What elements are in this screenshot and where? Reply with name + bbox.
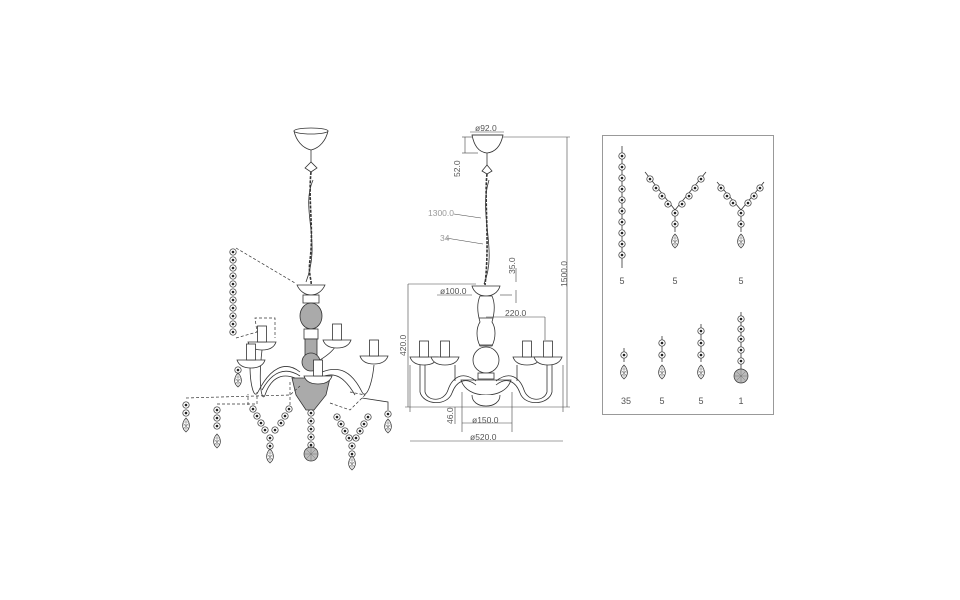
qty-straight-strand: 5 xyxy=(619,276,625,286)
dim-arm-reach: 220.0 xyxy=(505,308,527,318)
dim-ceiling-to-top: 35.0 xyxy=(507,257,517,274)
qty-three-bead-drop: 5 xyxy=(698,396,704,406)
qty-y-necklace-2: 5 xyxy=(738,276,744,286)
dim-canopy-height: 52.0 xyxy=(452,160,462,177)
dimensioned-elevation-view xyxy=(405,131,570,442)
part-y-necklace-2 xyxy=(716,181,765,249)
dim-overall-diameter: ø520.0 xyxy=(470,432,497,442)
qty-y-necklace-1: 5 xyxy=(672,276,678,286)
part-y-necklace-1 xyxy=(644,171,707,249)
dim-top-cup-diameter: ø100.0 xyxy=(440,286,467,296)
dim-bottom-bowl-diameter: ø150.0 xyxy=(472,415,499,425)
dim-overall-height: 1500.0 xyxy=(559,261,569,287)
part-straight-bead-strand xyxy=(618,146,626,268)
part-single-bead-drop xyxy=(620,348,628,380)
dim-body-height: 420.0 xyxy=(398,334,408,356)
part-two-bead-drop xyxy=(658,336,666,380)
qty-single-bead-drop: 35 xyxy=(620,396,631,406)
part-three-bead-drop xyxy=(697,324,705,380)
crystal-parts-list xyxy=(618,146,765,384)
qty-two-bead-drop: 5 xyxy=(659,396,665,406)
dim-bottom-height: 46.0 xyxy=(445,407,455,424)
dim-canopy-diameter: ø92.0 xyxy=(475,123,497,133)
exploded-assembly-view xyxy=(182,127,392,471)
qty-bead-strand-with-ball: 1 xyxy=(738,396,744,406)
dim-chain-ref: 34 xyxy=(440,233,450,243)
part-bead-strand-with-ball xyxy=(733,312,749,384)
parts-list-panel xyxy=(602,135,774,415)
dim-chain-length: 1300.0 xyxy=(428,208,454,218)
